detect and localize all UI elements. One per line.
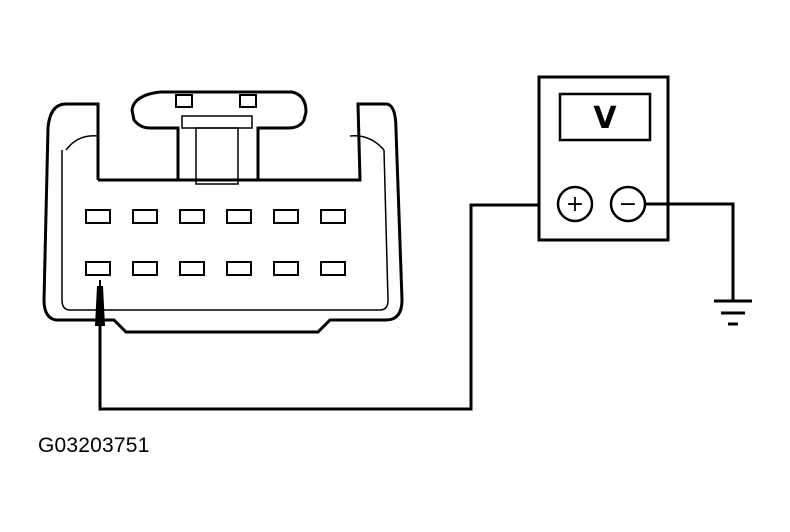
pin-cavity — [132, 261, 158, 276]
connector-housing-inner — [61, 149, 389, 311]
back-probe-icon — [95, 280, 105, 326]
ground-symbol-icon — [714, 299, 752, 326]
pin-cavity — [226, 209, 252, 224]
latch-inner — [181, 115, 253, 129]
figure-id-label: G03203751 — [38, 434, 150, 457]
latch-slot-right — [239, 94, 257, 108]
pin-cavity — [179, 209, 205, 224]
pin-cavity — [179, 261, 205, 276]
test-lead-negative — [645, 202, 735, 300]
voltmeter-display — [558, 92, 652, 142]
connector — [42, 90, 404, 334]
negative-terminal-sign: − — [619, 192, 637, 217]
pin-cavity-probed — [85, 261, 111, 276]
pin-cavity — [226, 261, 252, 276]
connector-latch — [130, 90, 308, 180]
test-lead-positive — [98, 203, 560, 411]
pin-row-2 — [85, 261, 346, 276]
pin-row-1 — [85, 209, 346, 224]
latch-slot-left — [175, 94, 193, 108]
pin-cavity — [132, 209, 158, 224]
latch-body — [195, 127, 239, 185]
pin-cavity — [273, 261, 299, 276]
pin-cavity — [320, 261, 346, 276]
positive-terminal-sign: + — [566, 192, 584, 217]
voltmeter-unit-label: V — [593, 101, 617, 136]
pin-cavity — [273, 209, 299, 224]
pin-cavity — [320, 209, 346, 224]
positive-terminal — [556, 185, 594, 223]
voltmeter-icon: V + − — [537, 75, 670, 242]
connector-housing — [42, 102, 404, 334]
pin-cavity — [85, 209, 111, 224]
